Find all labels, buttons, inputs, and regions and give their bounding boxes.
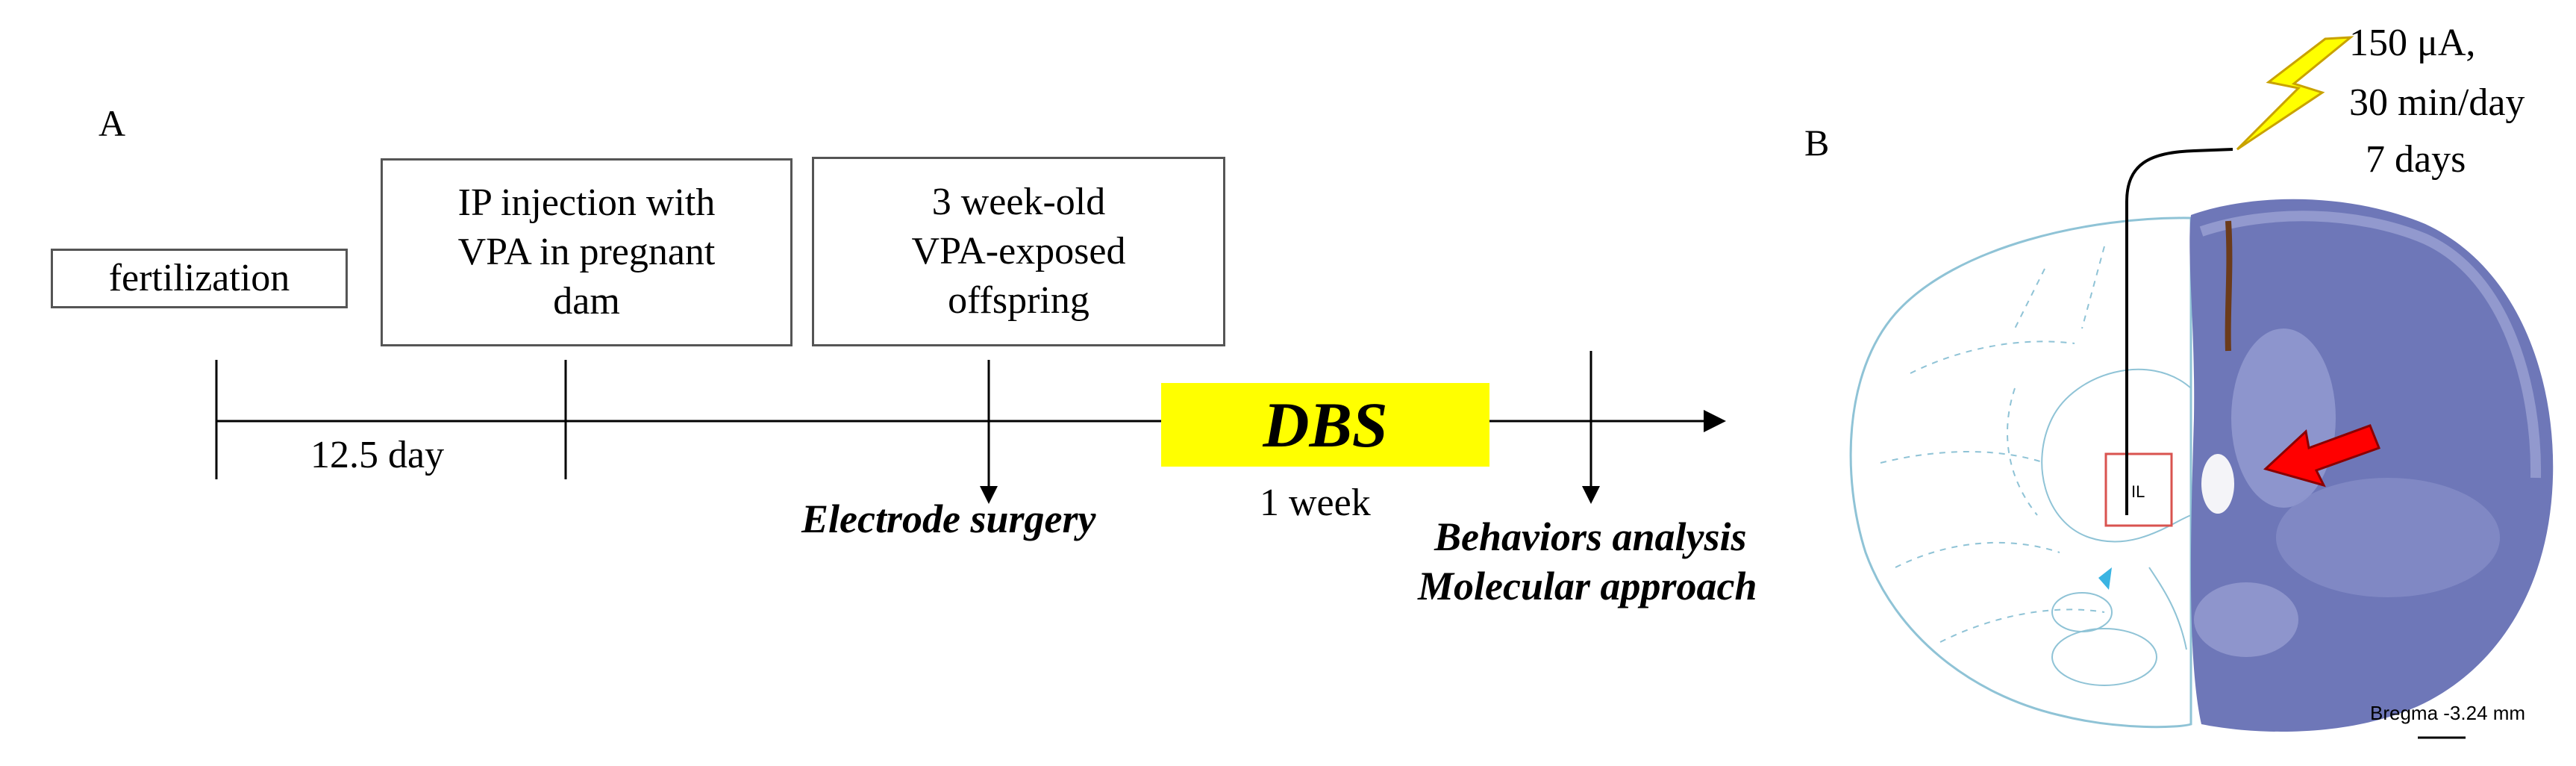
offspring-text-line3: offspring (948, 279, 1090, 322)
injection-text-line2: VPA in pregnant (457, 231, 716, 273)
stim-line1: 150 μA, (2349, 22, 2476, 64)
stim-line2: 30 min/day (2349, 81, 2525, 124)
offspring-box: 3 week-old VPA-exposed offspring (812, 157, 1225, 346)
tissue-light-region-2 (2276, 478, 2500, 597)
dbs-duration-label: 1 week (1260, 482, 1371, 524)
electrode-lead (2125, 148, 2233, 515)
atlas-outline (1849, 217, 2192, 729)
panel-b-label: B (1804, 122, 1830, 164)
il-region-label: IL (2131, 482, 2145, 501)
surgery-label: Electrode surgery (801, 496, 1096, 541)
dbs-block: DBS (1161, 383, 1489, 467)
injection-text-line3: dam (553, 280, 620, 323)
tissue-cortex-band (2199, 211, 2542, 479)
tissue-light-region-3 (2194, 582, 2298, 657)
electrode-track (2225, 220, 2233, 352)
electrode-lesion (2201, 454, 2234, 514)
atlas-blue-mark (2098, 567, 2112, 590)
interval-label: 12.5 day (310, 434, 445, 476)
fertilization-box: fertilization (51, 249, 348, 308)
outcome-label-line2: Molecular approach (1418, 564, 1757, 608)
offspring-text-line2: VPA-exposed (911, 230, 1126, 273)
dbs-text: DBS (1263, 389, 1388, 461)
offspring-text-line1: 3 week-old (931, 181, 1106, 223)
red-arrow-icon (2263, 424, 2380, 488)
injection-box: IP injection with VPA in pregnant dam (381, 158, 793, 346)
fertilization-text: fertilization (108, 257, 290, 299)
bregma-label: Bregma -3.24 mm (2370, 702, 2526, 724)
stim-line3: 7 days (2366, 138, 2466, 181)
injection-text-line1: IP injection with (457, 181, 716, 224)
outcome-label-line1: Behaviors analysis (1434, 514, 1747, 559)
panel-a-label: A (99, 102, 126, 144)
lightning-icon (2236, 36, 2354, 151)
il-region-box (2104, 452, 2173, 527)
